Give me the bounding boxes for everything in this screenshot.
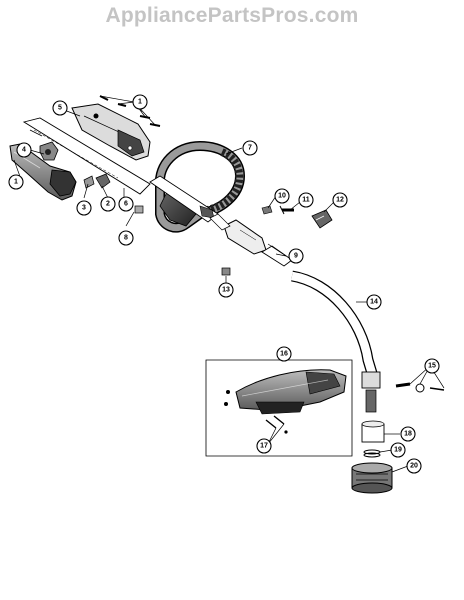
svg-text:4: 4	[22, 147, 26, 154]
svg-text:19: 19	[394, 447, 402, 454]
svg-text:12: 12	[336, 197, 344, 204]
svg-text:15: 15	[428, 363, 436, 370]
spacer-part-18	[361, 420, 385, 443]
bolt-part-11	[279, 205, 294, 215]
lower-shaft	[290, 270, 380, 382]
knob-part-12	[311, 209, 333, 229]
handle-housing-upper	[71, 103, 151, 161]
callout-20: 20	[406, 458, 422, 474]
tube-section	[261, 245, 293, 267]
svg-text:14: 14	[370, 299, 378, 306]
loop-handle	[154, 140, 246, 233]
svg-text:20: 20	[410, 463, 418, 470]
svg-text:6: 6	[124, 201, 128, 208]
callout-15: 15	[424, 358, 440, 374]
callout-17: 17	[256, 438, 272, 454]
svg-text:11: 11	[302, 197, 310, 204]
callout-14: 14	[366, 294, 382, 310]
switch-part-2	[95, 173, 111, 189]
svg-text:13: 13	[222, 287, 230, 294]
spring-part-3	[83, 175, 95, 189]
svg-text:17: 17	[260, 443, 268, 450]
callout-16: 16	[276, 346, 292, 362]
spool-part-20	[351, 462, 393, 494]
callout-18: 18	[400, 426, 416, 442]
callout-19: 19	[390, 442, 406, 458]
handle-housing-left	[9, 143, 77, 201]
shaft-tube-left	[22, 117, 151, 195]
callout-10: 10	[274, 188, 290, 204]
spring-part-19	[363, 449, 381, 458]
shaft-collar	[361, 371, 381, 413]
svg-text:9: 9	[294, 253, 298, 260]
trigger-part-4	[39, 141, 59, 161]
callout-2: 2	[100, 196, 116, 212]
callout-1b: 1	[8, 174, 24, 190]
callout-3: 3	[76, 200, 92, 216]
svg-text:18: 18	[404, 431, 412, 438]
callout-8: 8	[118, 230, 134, 246]
svg-text:1: 1	[14, 179, 18, 186]
callout-12: 12	[332, 192, 348, 208]
svg-text:10: 10	[278, 193, 286, 200]
callout-5: 5	[52, 100, 68, 116]
callout-11: 11	[298, 192, 314, 208]
svg-text:5: 5	[58, 105, 62, 112]
callout-1a: 1	[132, 94, 148, 110]
callout-13: 13	[218, 282, 234, 298]
svg-text:16: 16	[280, 351, 288, 358]
callout-9: 9	[288, 248, 304, 264]
svg-text:1: 1	[138, 99, 142, 106]
callout-6: 6	[118, 196, 134, 212]
callout-4: 4	[16, 142, 32, 158]
svg-text:8: 8	[124, 235, 128, 242]
coupler-part-9	[209, 213, 267, 255]
watermark: AppliancePartsPros.com	[105, 4, 359, 27]
callout-7: 7	[242, 140, 258, 156]
nut-part-13	[221, 267, 231, 276]
screws-part-17	[224, 390, 288, 434]
svg-text:2: 2	[106, 201, 110, 208]
guard-part-16	[235, 369, 347, 415]
hardware-part-15	[395, 382, 445, 393]
svg-text:3: 3	[82, 205, 86, 212]
nut-part-8	[134, 205, 144, 214]
guard-box	[205, 359, 353, 457]
nut-part-10	[261, 205, 273, 215]
svg-text:7: 7	[248, 145, 252, 152]
